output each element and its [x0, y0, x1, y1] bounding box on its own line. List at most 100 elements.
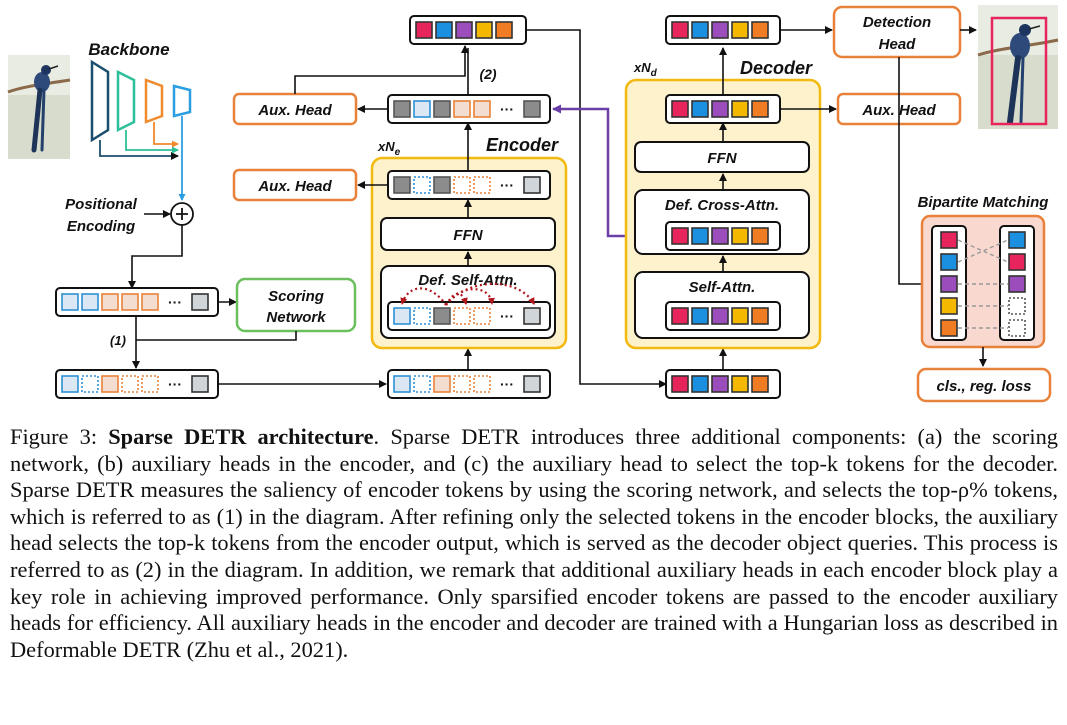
- backbone-stage-3: [144, 78, 164, 124]
- decoder-cross-attn-tokens: [671, 227, 769, 245]
- token: [191, 375, 209, 393]
- match-token: [940, 319, 958, 337]
- match-token: [1008, 231, 1026, 249]
- xnd-label: xNd: [633, 60, 658, 79]
- token: [433, 375, 451, 393]
- decoder-ffn-label: FFN: [707, 150, 737, 167]
- token: [393, 100, 411, 118]
- token: [415, 21, 433, 39]
- token-ellipsis: ···: [168, 294, 182, 310]
- positional-encoding-label-1: Positional: [65, 196, 138, 213]
- token: [81, 293, 99, 311]
- token: [141, 293, 159, 311]
- self-attn-dotted-arrows: [400, 282, 535, 306]
- token: [413, 176, 431, 194]
- match-token: [940, 297, 958, 315]
- backbone-feature-arrow-3: [153, 122, 179, 148]
- token: [691, 307, 709, 325]
- token: [711, 21, 729, 39]
- token-ellipsis: ···: [168, 376, 182, 392]
- caption-title: Sparse DETR architecture: [108, 424, 374, 449]
- token: [393, 176, 411, 194]
- decoder-label: Decoder: [740, 58, 813, 78]
- token: [751, 307, 769, 325]
- token: [435, 21, 453, 39]
- token: [691, 375, 709, 393]
- token-ellipsis: ···: [500, 177, 514, 193]
- token: [523, 100, 541, 118]
- backbone-stage-1: [90, 59, 110, 143]
- token: [81, 375, 99, 393]
- token: [453, 100, 471, 118]
- token: [671, 21, 689, 39]
- detection-head-label-2: Head: [879, 36, 917, 53]
- step-1-label: (1): [110, 333, 126, 348]
- match-token: [1008, 253, 1026, 271]
- match-token: [940, 231, 958, 249]
- token: [413, 375, 431, 393]
- token: [433, 307, 451, 325]
- scoring-label-2: Network: [266, 309, 326, 326]
- decoder-output-tokens: [671, 21, 769, 39]
- aux-head-label-1: Aux. Head: [257, 178, 332, 195]
- detection-head-label-1: Detection: [863, 14, 931, 31]
- token: [751, 100, 769, 118]
- topk-query-tokens: [415, 21, 513, 39]
- figure-caption: Figure 3: Sparse DETR architecture. Spar…: [10, 424, 1058, 663]
- encoder-ffn-label: FFN: [453, 227, 483, 244]
- token: [691, 227, 709, 245]
- step-2-label: (2): [479, 66, 496, 82]
- ground-truth-column: [1008, 231, 1026, 337]
- sparse-tokens: ···: [61, 375, 209, 393]
- decoder-block-output-tokens: [671, 100, 769, 118]
- match-token: [1008, 275, 1026, 293]
- loss-label: cls., reg. loss: [936, 378, 1031, 395]
- input-tokens: ···: [61, 293, 209, 311]
- matching-lines: [957, 239, 1009, 329]
- bird-detection-image: [977, 5, 1059, 129]
- token: [473, 375, 491, 393]
- token: [671, 375, 689, 393]
- encoder-input-tokens: ···: [393, 375, 541, 393]
- backbone-feature-arrow-1: [99, 140, 179, 160]
- backbone-stage-4: [172, 84, 192, 118]
- positional-encoding-label-2: Encoding: [67, 218, 135, 235]
- token: [731, 307, 749, 325]
- token: [523, 176, 541, 194]
- caption-body: . Sparse DETR introduces three additiona…: [10, 424, 1058, 662]
- token: [523, 375, 541, 393]
- token: [711, 100, 729, 118]
- backbone-label: Backbone: [88, 40, 169, 59]
- encoder-aux-head-1: [232, 168, 358, 202]
- encoder-label: Encoder: [486, 135, 559, 155]
- token: [453, 307, 471, 325]
- backbone-stage-2: [116, 69, 136, 133]
- token: [413, 100, 431, 118]
- token: [711, 307, 729, 325]
- token: [671, 100, 689, 118]
- token: [731, 227, 749, 245]
- loss-box: [916, 367, 1052, 403]
- token: [455, 21, 473, 39]
- token-ellipsis: ···: [500, 376, 514, 392]
- token: [453, 176, 471, 194]
- token: [121, 293, 139, 311]
- detection-head-box: [832, 5, 962, 59]
- token: [141, 375, 159, 393]
- token: [691, 100, 709, 118]
- token: [751, 375, 769, 393]
- self-attn-tokens: ···: [393, 307, 541, 325]
- token: [473, 176, 491, 194]
- encoder-block-output-tokens: ···: [393, 176, 541, 194]
- backbone-feature-arrow-2: [125, 130, 179, 154]
- scoring-label-1: Scoring: [268, 288, 324, 305]
- token: [711, 375, 729, 393]
- token: [671, 227, 689, 245]
- token: [473, 100, 491, 118]
- token: [191, 293, 209, 311]
- token: [453, 375, 471, 393]
- token: [731, 21, 749, 39]
- sparse-detr-diagram: Backbone Positional Encoding ··· Scoring…: [7, 5, 1059, 403]
- token: [523, 307, 541, 325]
- self-attn-label: Self-Attn.: [689, 279, 756, 296]
